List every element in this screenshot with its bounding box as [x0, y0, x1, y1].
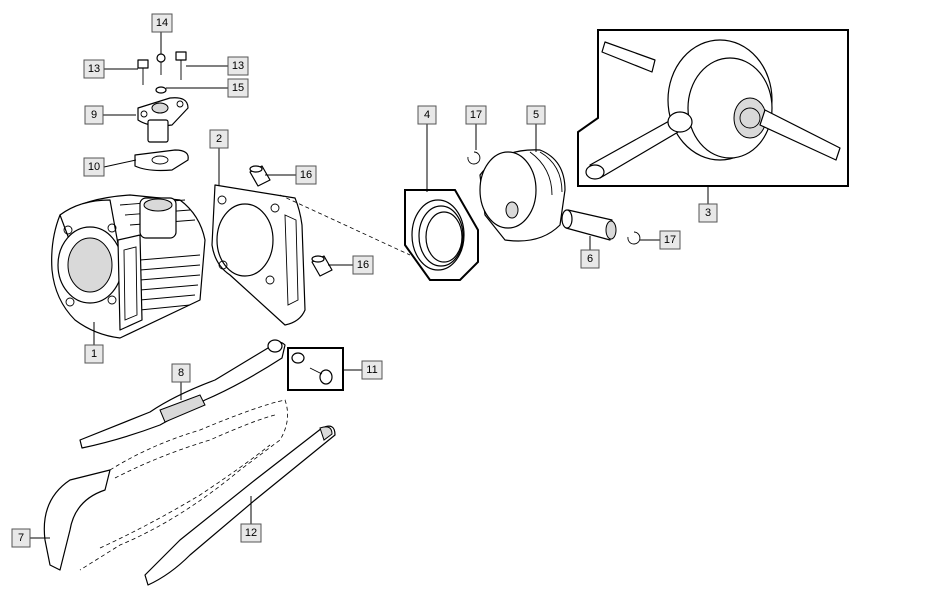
- svg-text:5: 5: [533, 109, 539, 121]
- circlip-upper-part: [467, 151, 481, 165]
- piston-pin-part: [561, 209, 617, 241]
- svg-text:17: 17: [664, 234, 676, 246]
- dowel-pin-upper-part: [249, 165, 271, 187]
- svg-text:6: 6: [587, 253, 593, 265]
- dowel-pin-lower-part: [311, 255, 333, 277]
- tensioner-washer-part: [155, 86, 167, 94]
- callout-6: 6: [580, 249, 600, 269]
- svg-text:16: 16: [357, 259, 369, 271]
- svg-text:1: 1: [91, 348, 97, 360]
- callout-16-lower: 16: [352, 255, 374, 275]
- svg-text:4: 4: [424, 109, 430, 121]
- callout-16-upper: 16: [295, 165, 317, 185]
- callout-7: 7: [11, 528, 31, 548]
- piston-part: [479, 149, 566, 242]
- cam-chain-part: [43, 399, 288, 571]
- callout-1: 1: [84, 344, 104, 364]
- callout-10: 10: [83, 157, 105, 177]
- circlip-lower-part: [627, 231, 641, 245]
- svg-text:14: 14: [156, 17, 168, 29]
- svg-text:17: 17: [470, 109, 482, 121]
- tensioner-gasket-part: [134, 149, 189, 172]
- tensioner-pivot-bolt-part: [287, 347, 344, 391]
- callout-5: 5: [526, 105, 546, 125]
- svg-text:15: 15: [232, 82, 244, 94]
- piston-ring-set-part: [404, 189, 479, 281]
- callout-2: 2: [209, 129, 229, 149]
- tensioner-bolt-left-part: [137, 59, 149, 85]
- svg-text:13: 13: [88, 63, 100, 75]
- tensioner-body-part: [137, 97, 189, 143]
- alignment-line: [279, 194, 411, 256]
- chain-tensioner-guide-part: [79, 339, 286, 449]
- callout-17-upper: 17: [465, 105, 487, 125]
- svg-text:10: 10: [88, 161, 100, 173]
- callout-3: 3: [698, 203, 718, 223]
- callout-8: 8: [171, 363, 191, 383]
- crankshaft-assembly-part: [577, 29, 849, 187]
- svg-text:16: 16: [300, 169, 312, 181]
- callout-12: 12: [240, 523, 262, 543]
- svg-text:3: 3: [705, 207, 711, 219]
- callout-15: 15: [227, 78, 249, 98]
- svg-text:9: 9: [91, 109, 97, 121]
- svg-text:7: 7: [18, 532, 24, 544]
- callout-17-lower: 17: [659, 230, 681, 250]
- tensioner-cap-bolt-part: [156, 53, 166, 75]
- callout-9: 9: [84, 105, 104, 125]
- callout-13-left: 13: [83, 59, 105, 79]
- cylinder-base-gasket-part: [211, 184, 306, 326]
- svg-text:12: 12: [245, 527, 257, 539]
- svg-text:11: 11: [366, 364, 377, 376]
- callout-14: 14: [151, 13, 173, 33]
- leader-lines: [30, 32, 709, 539]
- callout-13-right: 13: [227, 56, 249, 76]
- callout-4: 4: [417, 105, 437, 125]
- svg-text:13: 13: [232, 60, 244, 72]
- cylinder-part: [51, 194, 206, 339]
- svg-text:2: 2: [216, 133, 222, 145]
- callout-11: 11: [361, 360, 383, 380]
- tensioner-bolt-right-part: [175, 51, 187, 80]
- chain-guide-part: [144, 425, 336, 586]
- svg-text:8: 8: [178, 367, 184, 379]
